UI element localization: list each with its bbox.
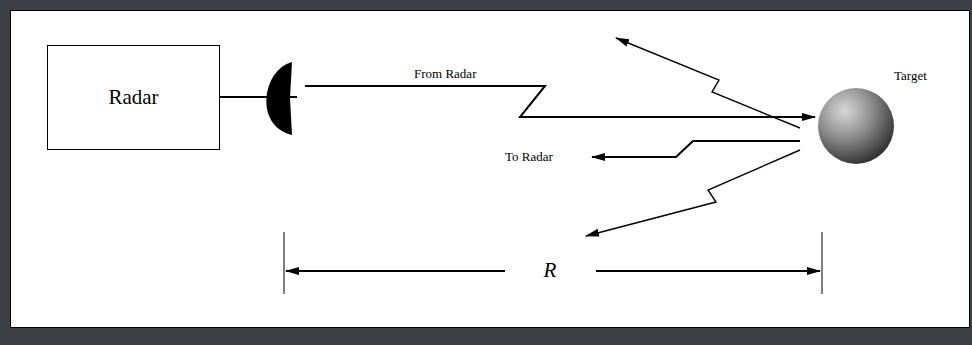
target-label: Target bbox=[894, 68, 927, 84]
dimension-arrow bbox=[596, 270, 820, 272]
scatter-arrow bbox=[616, 38, 800, 128]
range-label: R bbox=[542, 258, 559, 283]
dimension-arrow bbox=[286, 270, 505, 272]
dimension-tick bbox=[284, 232, 285, 294]
dimension-tick bbox=[822, 232, 823, 294]
arrow-label: To Radar bbox=[503, 149, 555, 165]
beam-arrow bbox=[220, 86, 815, 117]
radar-box: Radar bbox=[47, 45, 220, 150]
box-label: Radar bbox=[108, 85, 158, 110]
target-node: Target bbox=[812, 60, 952, 190]
scatter-arrow bbox=[586, 150, 800, 236]
antenna-dish bbox=[266, 62, 292, 135]
target-sphere bbox=[817, 87, 895, 165]
return-arrow bbox=[592, 141, 800, 157]
edge-label: From Radar bbox=[412, 66, 478, 82]
